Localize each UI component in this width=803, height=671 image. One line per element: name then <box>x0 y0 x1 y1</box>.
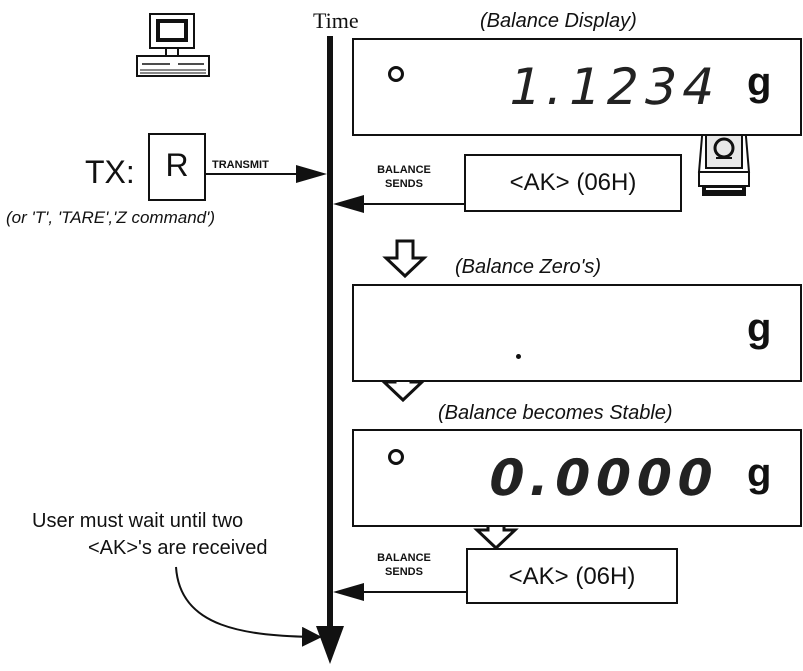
response-2-sender: BALANCE SENDS <box>368 552 440 580</box>
stable-indicator-icon <box>388 449 404 465</box>
display-initial-reading: 1.1234 <box>503 58 727 116</box>
stable-indicator-icon <box>388 66 404 82</box>
response-2-sender-line2: SENDS <box>385 565 423 578</box>
response-1-message: <AK> (06H) <box>509 169 637 196</box>
response-1-arrowhead <box>333 195 364 213</box>
response-1-sender-line1: BALANCE <box>377 164 431 176</box>
display-stable-caption: (Balance becomes Stable) <box>438 402 673 424</box>
transmit-label: TRANSMIT <box>212 159 269 171</box>
display-stable-reading: 0.0000 <box>483 449 725 507</box>
command-alternatives: (or 'T', 'TARE','Z command') <box>6 208 216 227</box>
decimal-point <box>516 354 521 359</box>
response-2-sender-line1: BALANCE <box>377 552 431 564</box>
response-1-sender: BALANCE SENDS <box>368 164 440 192</box>
balance-icon <box>697 124 751 196</box>
note-line1: User must wait until two <box>32 510 244 532</box>
display-stable-unit: g <box>747 451 772 495</box>
time-axis-arrowhead <box>316 626 344 664</box>
response-2-box: <AK> (06H) <box>466 548 678 604</box>
response-2-arrowhead <box>333 583 364 601</box>
display-stable: 0.0000 g <box>352 429 802 527</box>
response-2-message: <AK> (06H) <box>508 563 636 590</box>
display-zeroing-caption: (Balance Zero's) <box>455 256 602 278</box>
response-1-box: <AK> (06H) <box>464 154 682 212</box>
display-initial: 1.1234 g <box>352 38 802 136</box>
down-arrow-1 <box>382 239 428 279</box>
display-zeroing-unit: g <box>747 306 772 350</box>
display-zeroing: g <box>352 284 802 382</box>
display-initial-caption: (Balance Display) <box>480 10 637 32</box>
command-box: R <box>148 133 206 201</box>
command-letter: R <box>165 147 189 183</box>
computer-icon <box>136 13 210 77</box>
note-curve-arrow <box>175 566 322 647</box>
tx-label: TX: <box>85 154 135 190</box>
response-1-sender-line2: SENDS <box>385 177 423 190</box>
note-line2: <AK>'s are received <box>88 537 268 559</box>
display-initial-unit: g <box>747 60 772 104</box>
transmit-arrowhead <box>296 165 327 183</box>
time-label: Time <box>313 8 359 33</box>
